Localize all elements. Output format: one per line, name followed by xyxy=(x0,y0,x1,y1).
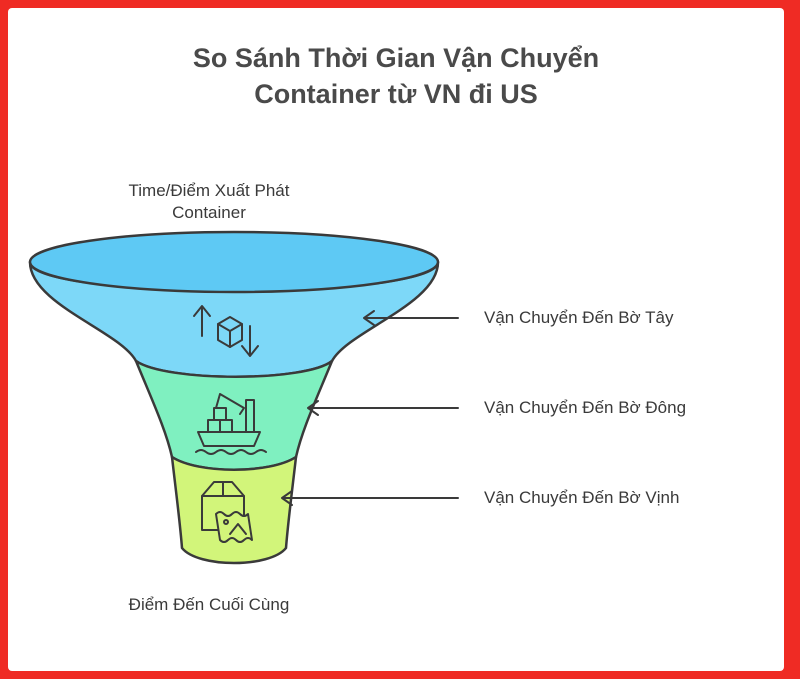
funnel-top-label: Time/Điểm Xuất Phát Container xyxy=(100,180,318,224)
diagram-title: So Sánh Thời Gian Vận Chuyển Container t… xyxy=(8,40,784,112)
funnel-stage-3 xyxy=(170,455,298,565)
cargo-ship-crane-icon xyxy=(195,393,267,455)
funnel-rim xyxy=(28,230,440,294)
stage-3-arrow xyxy=(281,490,459,506)
stage-1-arrow xyxy=(363,310,459,326)
title-line-2: Container từ VN đi US xyxy=(254,79,538,109)
stage-3-label: Vận Chuyển Đến Bờ Vịnh xyxy=(484,488,680,507)
stage-2-label: Vận Chuyển Đến Bờ Đông xyxy=(484,398,687,417)
stage-1-label: Vận Chuyển Đến Bờ Tây xyxy=(484,308,674,327)
package-image-icon xyxy=(201,481,253,543)
top-label-line-1: Time/Điểm Xuất Phát xyxy=(128,181,290,200)
stage-2-arrow xyxy=(307,400,459,416)
funnel-diagram xyxy=(28,230,459,565)
box-transfer-arrows-icon xyxy=(193,305,259,357)
title-line-1: So Sánh Thời Gian Vận Chuyển xyxy=(192,43,600,73)
diagram-frame: So Sánh Thời Gian Vận Chuyển Container t… xyxy=(8,8,784,671)
top-label-line-2: Container xyxy=(172,203,246,222)
funnel-bottom-label: Điểm Đến Cuối Cùng xyxy=(128,595,290,614)
funnel-stage-2 xyxy=(134,359,334,471)
